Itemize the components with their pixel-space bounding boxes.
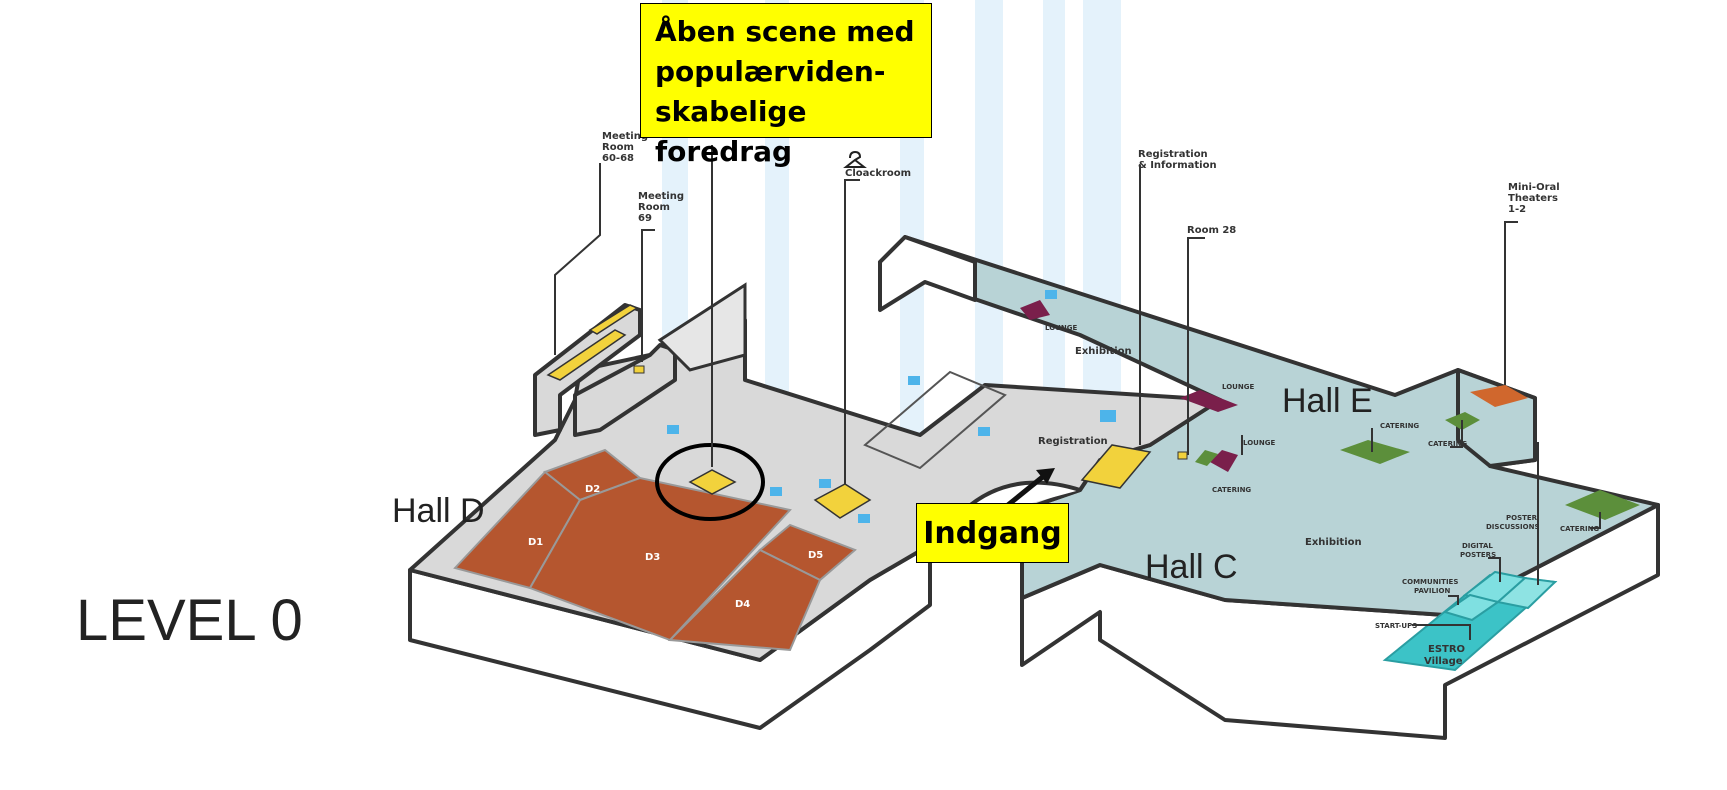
cloakroom-zone — [813, 483, 872, 519]
level-title: LEVEL 0 — [76, 588, 303, 653]
registration-zone — [863, 370, 1007, 470]
catering-mid — [1195, 450, 1218, 466]
open-stage — [688, 469, 737, 495]
lounge-mid-label: LOUNGE — [1222, 383, 1254, 391]
cloakroom-label: Cloackroom — [845, 168, 911, 179]
hall-d-label: Hall D — [392, 492, 485, 530]
stairs-icon — [908, 376, 920, 385]
lounge-low — [1210, 450, 1238, 472]
room-d3-label: D3 — [645, 552, 660, 563]
callout-line-2: populærviden- — [655, 55, 886, 88]
registration-label: Registration — [1038, 436, 1108, 447]
entrance-callout: Indgang — [916, 503, 1069, 563]
open-stage-callout: Åben scene med populærviden- skabelige f… — [640, 3, 932, 168]
stairs-icon — [770, 487, 782, 496]
room-d1-label: D1 — [528, 537, 543, 548]
room-d4-label: D4 — [735, 599, 750, 610]
meeting-room-69 — [633, 365, 645, 374]
exhibition-top-label: Exhibition — [1075, 346, 1132, 357]
catering-right — [1565, 490, 1640, 520]
catering-e1-label: CATERING — [1380, 422, 1419, 430]
lounge-top-label: LOUNGE — [1045, 324, 1077, 332]
exhibition-c-label: Exhibition — [1305, 537, 1362, 548]
start-ups-label: START-UPS — [1375, 622, 1417, 630]
room-d5-label: D5 — [808, 550, 823, 561]
registration-info-zone — [1080, 444, 1152, 489]
catering-right-label: CATERING — [1560, 525, 1599, 533]
catering-e1 — [1340, 440, 1410, 464]
stairs-icons — [667, 290, 1116, 523]
hall-c-label: Hall C — [1145, 548, 1238, 586]
leader-lines — [554, 145, 1601, 640]
room-d4 — [667, 548, 822, 652]
wing-block — [657, 282, 747, 372]
stairs-icon — [1100, 410, 1116, 422]
stairs-icon — [978, 427, 990, 436]
arrow-icon — [1006, 468, 1055, 507]
meeting-room-60-68 — [546, 329, 627, 381]
stairs-icon — [667, 425, 679, 434]
hall-e-label: Hall E — [1282, 382, 1373, 420]
stairs-icon — [858, 514, 870, 523]
callout-line-3: skabelige foredrag — [655, 95, 807, 168]
catering-e2-label: CATERING — [1428, 440, 1467, 448]
lounge-mid — [1180, 390, 1238, 412]
meeting-room-60-68b — [588, 304, 639, 335]
lounge-top — [1020, 300, 1050, 320]
poster-discussions-zone — [1495, 576, 1558, 610]
catering-mid-label: CATERING — [1212, 486, 1251, 494]
lounge-low-label: LOUNGE — [1243, 439, 1275, 447]
mini-oral-theater — [1470, 385, 1528, 407]
hanger-icon — [843, 150, 867, 168]
registration-information-label: Registration& Information — [1138, 149, 1217, 171]
wing-top — [878, 235, 977, 312]
callout-line-1: Åben scene med — [655, 15, 915, 48]
stairs-icon — [1045, 290, 1057, 299]
room-d2-label: D2 — [585, 484, 600, 495]
wing-meeting-right — [573, 343, 677, 437]
room-28-marker — [1177, 451, 1188, 460]
stage-highlight-circle — [655, 443, 765, 521]
room-28-label: Room 28 — [1187, 225, 1236, 236]
stairs-icon — [819, 479, 831, 488]
